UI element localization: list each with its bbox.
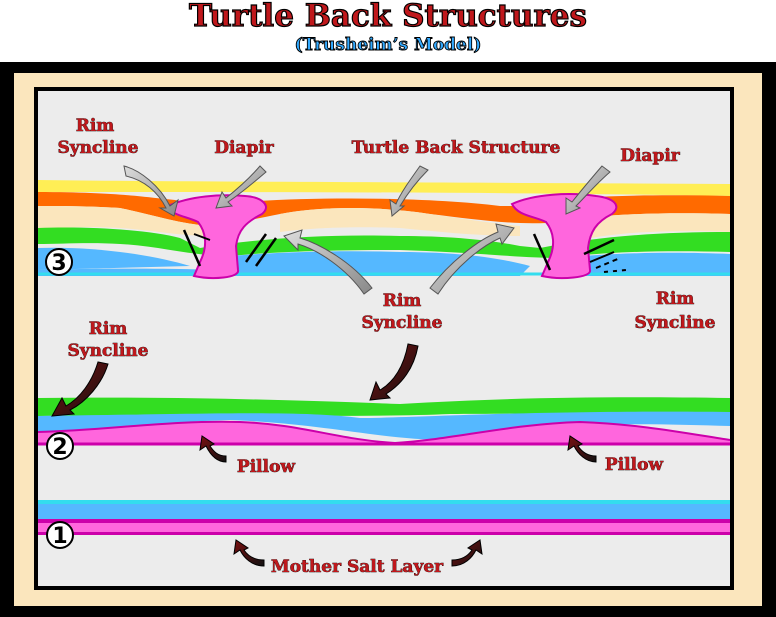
- stage-1-number: 1: [52, 524, 67, 549]
- stage-1-layers: [38, 500, 730, 535]
- label-rim-syncline-right-2: Syncline: [635, 313, 716, 333]
- stage-1-marker: 1: [46, 521, 74, 549]
- label-diapir-left: Diapir: [214, 138, 275, 158]
- page-subtitle: (Trusheim’s Model): [294, 35, 482, 56]
- stage-2-layers: [37, 397, 731, 446]
- gray-arrow-diapir-left: [215, 165, 267, 209]
- label-turtle-back-structure: Turtle Back Structure: [352, 138, 561, 158]
- label-rim-syncline-right-1: Rim: [656, 289, 695, 309]
- stage-3-marker: 3: [45, 248, 73, 276]
- label-rim-syncline-mid-left-1: Rim: [89, 319, 128, 339]
- label-rim-syncline-top-left-2: Syncline: [58, 138, 139, 158]
- label-mother-salt-layer: Mother Salt Layer: [271, 557, 444, 577]
- label-rim-syncline-center-1: Rim: [383, 291, 422, 311]
- dark-arrow-mother-left: [233, 539, 265, 567]
- stage-2-marker: 2: [46, 432, 74, 460]
- dark-arrow-mother-right: [451, 539, 483, 567]
- gray-arrow-diapir-right: [565, 165, 611, 215]
- dark-arrow-rim-center: [369, 343, 419, 401]
- label-pillow-left: Pillow: [237, 457, 295, 477]
- page-title: Turtle Back Structures: [188, 0, 587, 35]
- dark-arrow-pillow-right: [567, 435, 597, 463]
- stage-3-number: 3: [51, 251, 66, 276]
- label-rim-syncline-center-2: Syncline: [362, 313, 443, 333]
- label-rim-syncline-top-left-1: Rim: [76, 116, 115, 136]
- stage-3-layers: [38, 180, 730, 279]
- gray-arrow-rim-center-right: [429, 223, 515, 295]
- dark-arrow-pillow-left: [199, 435, 227, 463]
- gray-arrow-rim-left: [123, 165, 179, 217]
- label-diapir-right: Diapir: [620, 146, 681, 166]
- stage-2-number: 2: [52, 435, 67, 460]
- label-pillow-right: Pillow: [605, 455, 663, 475]
- gray-arrow-turtle-back: [389, 165, 429, 217]
- dark-arrow-rim-left: [51, 361, 109, 417]
- label-rim-syncline-mid-left-2: Syncline: [68, 341, 149, 361]
- gray-arrow-rim-center-left: [283, 229, 373, 295]
